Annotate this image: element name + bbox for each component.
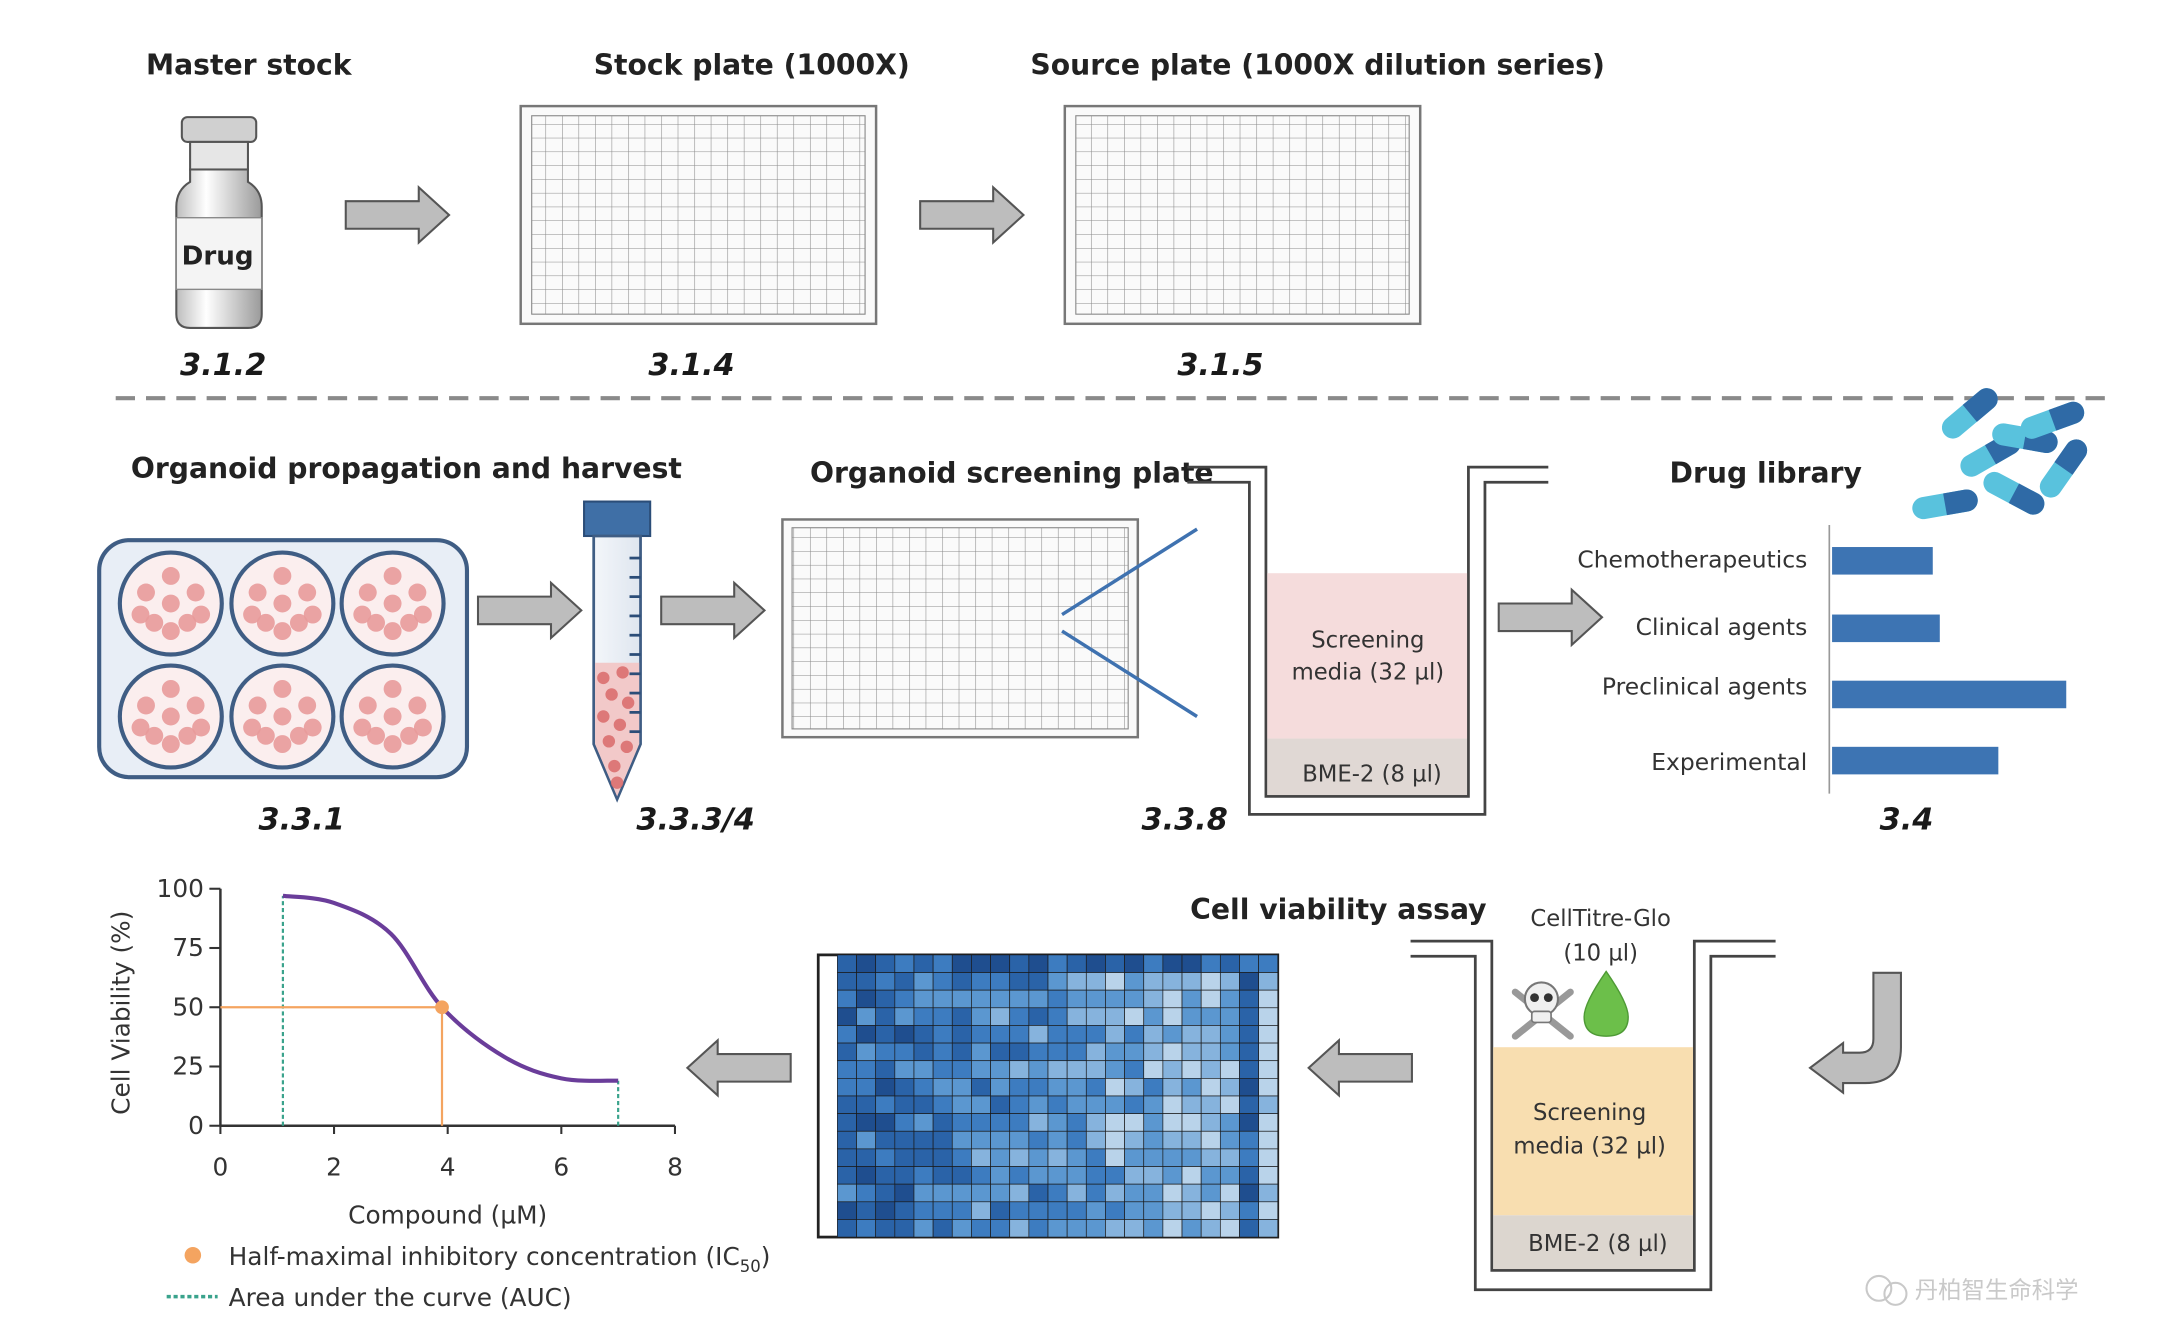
- master-stock-header: Master stock: [146, 48, 353, 81]
- droplet-icon: [1583, 970, 1629, 1037]
- viability-heatmap: [816, 953, 1280, 1239]
- well-cross-section-screening: Screening media (32 µl) BME-2 (8 µl): [1187, 465, 1549, 816]
- well1-bme: BME-2 (8 µl): [1302, 761, 1442, 787]
- x-tick-label: 2: [326, 1152, 342, 1181]
- organoid-screening-plate-header: Organoid screening plate: [810, 456, 1214, 489]
- culture-well: [229, 663, 336, 770]
- drug-library-bar-label: Experimental: [1651, 748, 1807, 776]
- arrow-vial-to-stock: [344, 185, 451, 245]
- step-3-1-4: 3.1.4: [648, 348, 734, 383]
- well2-media-line1: Screening: [1533, 1100, 1646, 1126]
- arrow-well-to-heatmap: [1307, 1037, 1413, 1098]
- culture-well: [339, 550, 446, 657]
- culture-well: [229, 550, 336, 657]
- stock-plate-header: Stock plate (1000X): [594, 48, 910, 81]
- six-well-plate: [97, 538, 470, 780]
- arrow-well-to-library: [1497, 587, 1604, 648]
- drug-library-bar-label: Preclinical agents: [1602, 672, 1807, 700]
- drug-library-header: Drug library: [1670, 456, 1862, 489]
- dose-response-curve: [282, 893, 619, 1083]
- well2-reagent-line1: CellTitre-Glo: [1530, 906, 1671, 932]
- arrow-tube-to-screening: [660, 580, 767, 641]
- source-plate: [1063, 104, 1422, 326]
- source-plate-header: Source plate (1000X dilution series): [1030, 48, 1604, 81]
- arrow-plate-to-tube: [476, 580, 583, 641]
- y-tick-label: 100: [157, 874, 204, 903]
- step-3-4: 3.4: [1880, 802, 1934, 837]
- chart-legend: Half-maximal inhibitory concentration (I…: [166, 1242, 771, 1312]
- stock-plate: [519, 104, 878, 326]
- watermark-text: 丹柏智生命科学: [1915, 1276, 2079, 1304]
- drug-library-bar: [1832, 746, 1999, 775]
- step-3-3-1: 3.3.1: [259, 802, 345, 837]
- organoid-propagation-header: Organoid propagation and harvest: [131, 452, 682, 485]
- culture-well: [117, 663, 224, 770]
- drug-library-bar: [1832, 680, 2067, 709]
- y-tick-label: 50: [172, 993, 204, 1022]
- step-3-3-8: 3.3.8: [1142, 802, 1228, 837]
- arrow-heatmap-to-chart: [685, 1037, 792, 1098]
- well1-media-line1: Screening: [1311, 628, 1424, 654]
- dose-response-chart: Cell Viability (%) Compound (µM) 0 25 50 75…: [106, 874, 682, 1230]
- drug-library-bar-label: Chemotherapeutics: [1577, 546, 1807, 574]
- culture-well: [339, 663, 446, 770]
- x-tick-label: 6: [553, 1152, 569, 1181]
- ic50-legend-label: Half-maximal inhibitory concentration (I…: [229, 1242, 771, 1276]
- watermark: 丹柏智生命科学: [1865, 1274, 2079, 1306]
- zoom-lines: [1061, 527, 1198, 718]
- x-tick-label: 4: [440, 1152, 456, 1181]
- x-axis-label: Compound (µM): [348, 1201, 547, 1230]
- y-axis-label: Cell Viability (%): [106, 911, 135, 1115]
- step-3-3-3-4: 3.3.3/4: [636, 802, 754, 837]
- organoid-screening-plate: [781, 518, 1140, 739]
- well1-media-line2: media (32 µl): [1292, 659, 1445, 685]
- x-tick-label: 8: [667, 1152, 683, 1181]
- x-tick-label: 0: [213, 1152, 229, 1181]
- ic50-legend-marker: [184, 1246, 202, 1264]
- drug-library-bar: [1832, 614, 1940, 643]
- vial-label: Drug: [182, 242, 254, 272]
- auc-legend-label: Area under the curve (AUC): [229, 1283, 572, 1312]
- well2-bme: BME-2 (8 µl): [1528, 1231, 1668, 1257]
- cell-viability-header: Cell viability assay: [1190, 893, 1486, 926]
- y-tick-label: 25: [172, 1052, 204, 1081]
- skull-crossbones-icon: [1511, 981, 1574, 1040]
- drug-vial: Drug: [175, 116, 263, 329]
- well2-reagent-line2: (10 µl): [1563, 940, 1638, 966]
- y-tick-label: 0: [188, 1111, 204, 1140]
- drug-library-bar: [1832, 547, 1933, 575]
- y-tick-label: 75: [172, 933, 204, 962]
- well2-media-line2: media (32 µl): [1513, 1133, 1666, 1159]
- drug-library-bar-label: Clinical agents: [1636, 613, 1808, 641]
- step-3-1-5: 3.1.5: [1177, 348, 1263, 383]
- well-cross-section-assay: CellTitre-Glo (10 µl) Screening media (3…: [1410, 906, 1776, 1292]
- centrifuge-tube: [583, 500, 652, 803]
- culture-well: [117, 550, 224, 657]
- pills-icon: [1912, 388, 2088, 520]
- arrow-curved-down: [1808, 971, 1902, 1095]
- step-3-1-2: 3.1.2: [180, 348, 266, 383]
- arrow-stock-to-source: [919, 185, 1026, 245]
- ic50-point: [435, 1000, 449, 1015]
